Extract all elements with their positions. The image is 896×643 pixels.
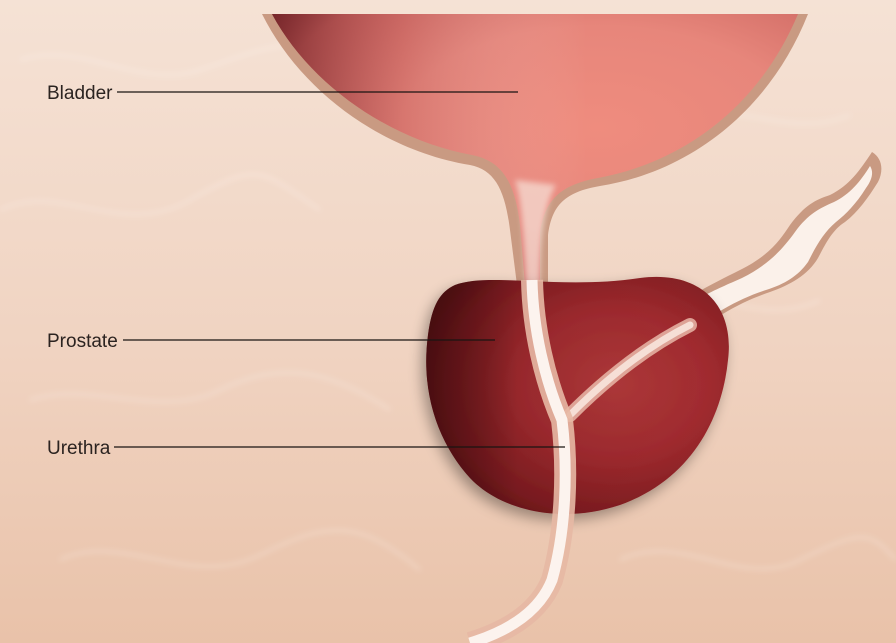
urethra-label: Urethra xyxy=(47,438,111,459)
bladder-label: Bladder xyxy=(47,83,113,104)
prostate-label: Prostate xyxy=(47,331,118,352)
